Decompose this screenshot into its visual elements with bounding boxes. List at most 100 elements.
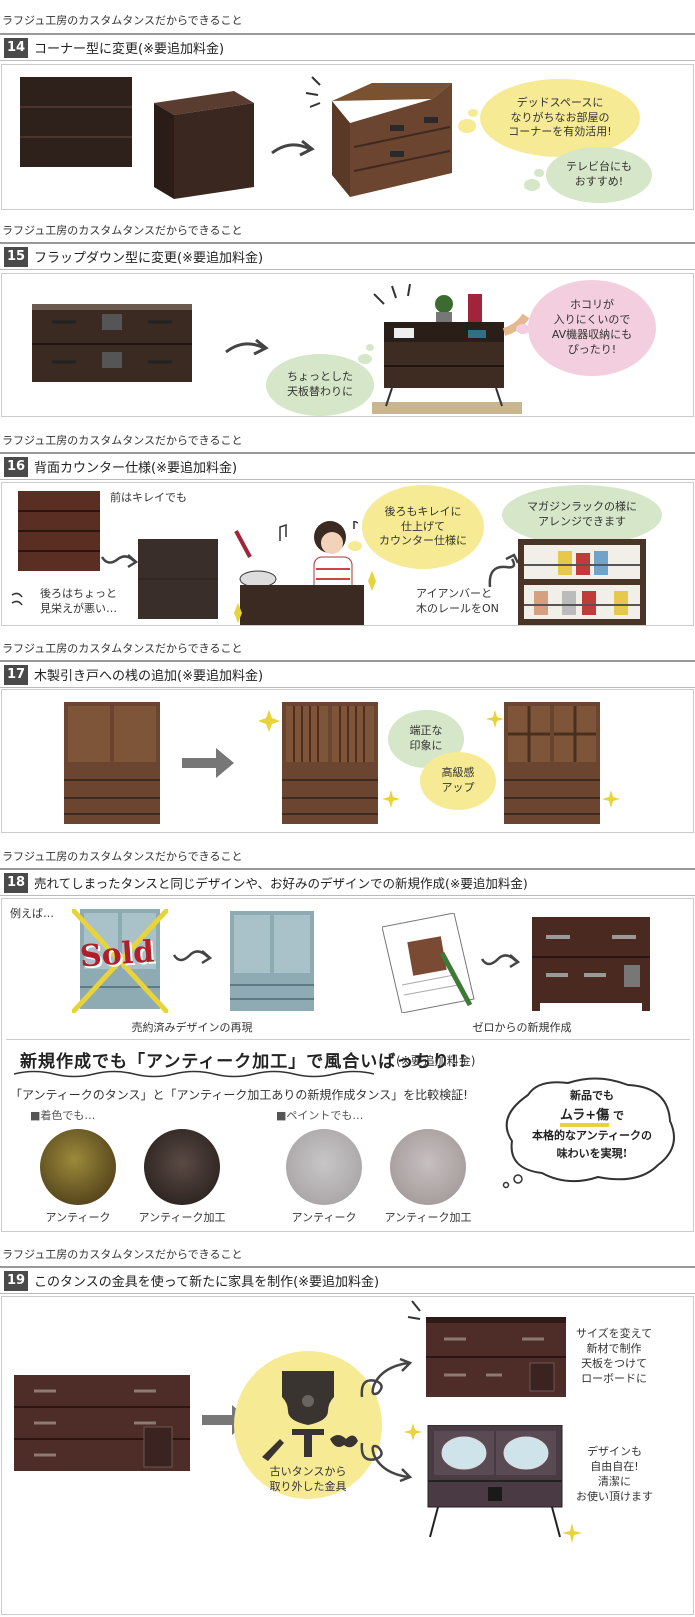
iron-note: アイアンバーと 木のレールをON bbox=[416, 587, 499, 615]
lowboard-image bbox=[426, 1317, 566, 1397]
speech-bubble: 後ろもキレイに 仕上げて カウンター仕様に bbox=[362, 485, 484, 569]
arrow-up-right-icon bbox=[360, 1357, 413, 1398]
stain-label: ■着色でも… bbox=[30, 1109, 96, 1122]
tansu-box-image bbox=[154, 91, 254, 199]
swatch-caption: アンティーク加工 bbox=[138, 1211, 226, 1224]
section-16-panel: 前はキレイでも 後ろはちょっと 見栄えが悪い… 後ろもキレイに 仕上げて カウン… bbox=[1, 482, 694, 626]
sparkle-icon bbox=[562, 1523, 582, 1543]
swatch-antique-stain bbox=[40, 1129, 116, 1205]
cloud-text: 新品でも ムラ+傷 で 本格的なアンティークの 味わいを実現! bbox=[532, 1089, 652, 1160]
swatch-antique-processed-paint bbox=[390, 1129, 466, 1205]
front-note: 前はキレイでも bbox=[110, 491, 187, 504]
section-number: 18 bbox=[4, 872, 28, 893]
reproduced-tansu-image bbox=[230, 911, 314, 1011]
section-number: 19 bbox=[4, 1270, 28, 1291]
design-drawing-image bbox=[382, 913, 475, 1013]
section-title: フラップダウン型に変更(※要追加料金) bbox=[34, 251, 264, 266]
section-number: 16 bbox=[4, 456, 28, 477]
swatch-caption: アンティーク bbox=[45, 1211, 111, 1224]
sparkle-lines-icon bbox=[407, 1300, 421, 1320]
section-14-panel: デッドスペースに なりがちなお部屋の コーナーを有効活用! テレビ台にも おすす… bbox=[1, 64, 694, 210]
speech-bubble: ホコリが 入りにくいので AV機器収納にも ぴったり! bbox=[528, 280, 656, 376]
section-number: 14 bbox=[4, 37, 28, 58]
caption-new: ゼロからの新規作成 bbox=[472, 1021, 572, 1034]
section-17-titlebar: 17 木製引き戸への桟の追加(※要追加料金) bbox=[0, 660, 695, 688]
section-15-panel: ちょっとした 天板替わりに ホコリが 入りにくいので AV機器収納にも ぴったり… bbox=[1, 273, 694, 417]
magazine-rack-tansu-image bbox=[518, 539, 646, 625]
tansu-vertical-lattice-image bbox=[282, 702, 378, 824]
section-14-titlebar: 14 コーナー型に変更(※要追加料金) bbox=[0, 33, 695, 61]
swatch-antique-processed-stain bbox=[144, 1129, 220, 1205]
speech-bubble: テレビ台にも おすすめ! bbox=[546, 147, 652, 203]
arrow-icon bbox=[100, 554, 139, 569]
headline-note: (※要追加料金) bbox=[396, 1054, 476, 1068]
section-16-titlebar: 16 背面カウンター仕様(※要追加料金) bbox=[0, 452, 695, 480]
speech-bubble: マガジンラックの様に アレンジできます bbox=[502, 485, 662, 545]
speech-bubble: ちょっとした 天板替わりに bbox=[266, 354, 374, 416]
new-tansu-image bbox=[532, 917, 650, 1011]
cabinet-note: デザインも 自由自在! 清潔に お使い頂けます bbox=[576, 1445, 653, 1503]
sparkle-icon bbox=[602, 790, 620, 808]
tansu-front-image bbox=[18, 491, 100, 571]
sold-tansu-image bbox=[72, 909, 168, 1013]
tansu-back-image bbox=[138, 539, 218, 619]
paint-label: ■ペイントでも… bbox=[276, 1109, 364, 1122]
sold-stamp: Sold bbox=[78, 934, 156, 975]
compare-text: 「アンティークのタンス」と「アンティーク加工ありの新規作成タンス」を比較検証! bbox=[10, 1088, 468, 1102]
thought-cloud bbox=[502, 1077, 675, 1189]
sparkle-lines-icon bbox=[305, 76, 321, 108]
swatch-antique-paint bbox=[286, 1129, 362, 1205]
arrow-icon bbox=[172, 950, 213, 965]
flapdown-tansu-image bbox=[372, 283, 530, 414]
sparkle-icon bbox=[382, 790, 400, 808]
section-number: 15 bbox=[4, 246, 28, 267]
counter-scene-image bbox=[234, 521, 376, 625]
caption-reproduce: 売約済みデザインの再現 bbox=[131, 1021, 253, 1034]
section-19-titlebar: 19 このタンスの金具を使って新たに家具を制作(※要追加料金) bbox=[0, 1266, 695, 1294]
section-18-titlebar: 18 売れてしまったタンスと同じデザインや、お好みのデザインでの新規作成(※要追… bbox=[0, 868, 695, 896]
tansu-sliding-door-image bbox=[64, 702, 160, 824]
lowboard-note: サイズを変えて 新材で制作 天板をつけて ローボードに bbox=[576, 1327, 653, 1385]
swatch-caption: アンティーク加工 bbox=[384, 1211, 472, 1224]
section-title: このタンスの金具を使って新たに家具を制作(※要追加料金) bbox=[34, 1275, 380, 1290]
sparkle-icon bbox=[486, 710, 504, 728]
speech-bubble: デッドスペースに なりがちなお部屋の コーナーを有効活用! bbox=[480, 79, 640, 157]
fittings-image bbox=[262, 1371, 358, 1461]
corner-tansu-image bbox=[332, 83, 452, 197]
section-title: 売れてしまったタンスと同じデザインや、お好みのデザインでの新規作成(※要追加料金… bbox=[34, 876, 528, 891]
section-18-panel: 例えば… Sold 売約済みデザインの再現 ゼ bbox=[1, 898, 694, 1232]
section-kicker: ラフジュ工房のカスタムタンスだからできること bbox=[2, 224, 243, 237]
arrow-icon bbox=[488, 553, 520, 588]
headline: 新規作成でも「アンティーク加工」で風合いばっちり!! bbox=[20, 1052, 468, 1072]
tansu-front-image bbox=[20, 77, 132, 167]
section-kicker: ラフジュ工房のカスタムタンスだからできること bbox=[2, 642, 243, 655]
section-kicker: ラフジュ工房のカスタムタンスだからできること bbox=[2, 14, 243, 27]
sparkle-icon bbox=[258, 710, 280, 732]
cabinet-image bbox=[427, 1425, 563, 1538]
arrow-icon bbox=[225, 338, 269, 356]
section-number: 17 bbox=[4, 664, 28, 685]
arrow-icon bbox=[480, 954, 521, 969]
section-19-panel: 古いタンスから 取り外した金具 サイズを変えて 新材で制作 天板をつけて ローボ… bbox=[1, 1296, 694, 1615]
section-15-titlebar: 15 フラップダウン型に変更(※要追加料金) bbox=[0, 242, 695, 270]
section-title: 背面カウンター仕様(※要追加料金) bbox=[34, 461, 238, 476]
tansu-grid-lattice-image bbox=[504, 702, 600, 824]
section-title: 木製引き戸への桟の追加(※要追加料金) bbox=[34, 669, 264, 684]
fittings-caption: 古いタンスから 取り外した金具 bbox=[269, 1465, 347, 1493]
tansu-front-image bbox=[32, 304, 192, 382]
section-kicker: ラフジュ工房のカスタムタンスだからできること bbox=[2, 850, 243, 863]
arrow-icon bbox=[271, 139, 315, 157]
worry-lines-icon bbox=[11, 592, 23, 606]
section-kicker: ラフジュ工房のカスタムタンスだからできること bbox=[2, 434, 243, 447]
section-17-panel: 端正な 印象に 高級感 アップ bbox=[1, 689, 694, 833]
arrow-right-icon bbox=[182, 748, 234, 778]
headline-underline bbox=[14, 1070, 375, 1078]
back-note: 後ろはちょっと 見栄えが悪い… bbox=[40, 587, 117, 615]
old-tansu-image bbox=[14, 1375, 190, 1471]
swatch-caption: アンティーク bbox=[291, 1211, 357, 1224]
arrow-down-right-icon bbox=[360, 1442, 413, 1483]
section-title: コーナー型に変更(※要追加料金) bbox=[34, 42, 225, 57]
sparkle-icon bbox=[404, 1423, 422, 1441]
example-label: 例えば… bbox=[10, 907, 54, 920]
speech-bubble: 高級感 アップ bbox=[420, 752, 496, 810]
